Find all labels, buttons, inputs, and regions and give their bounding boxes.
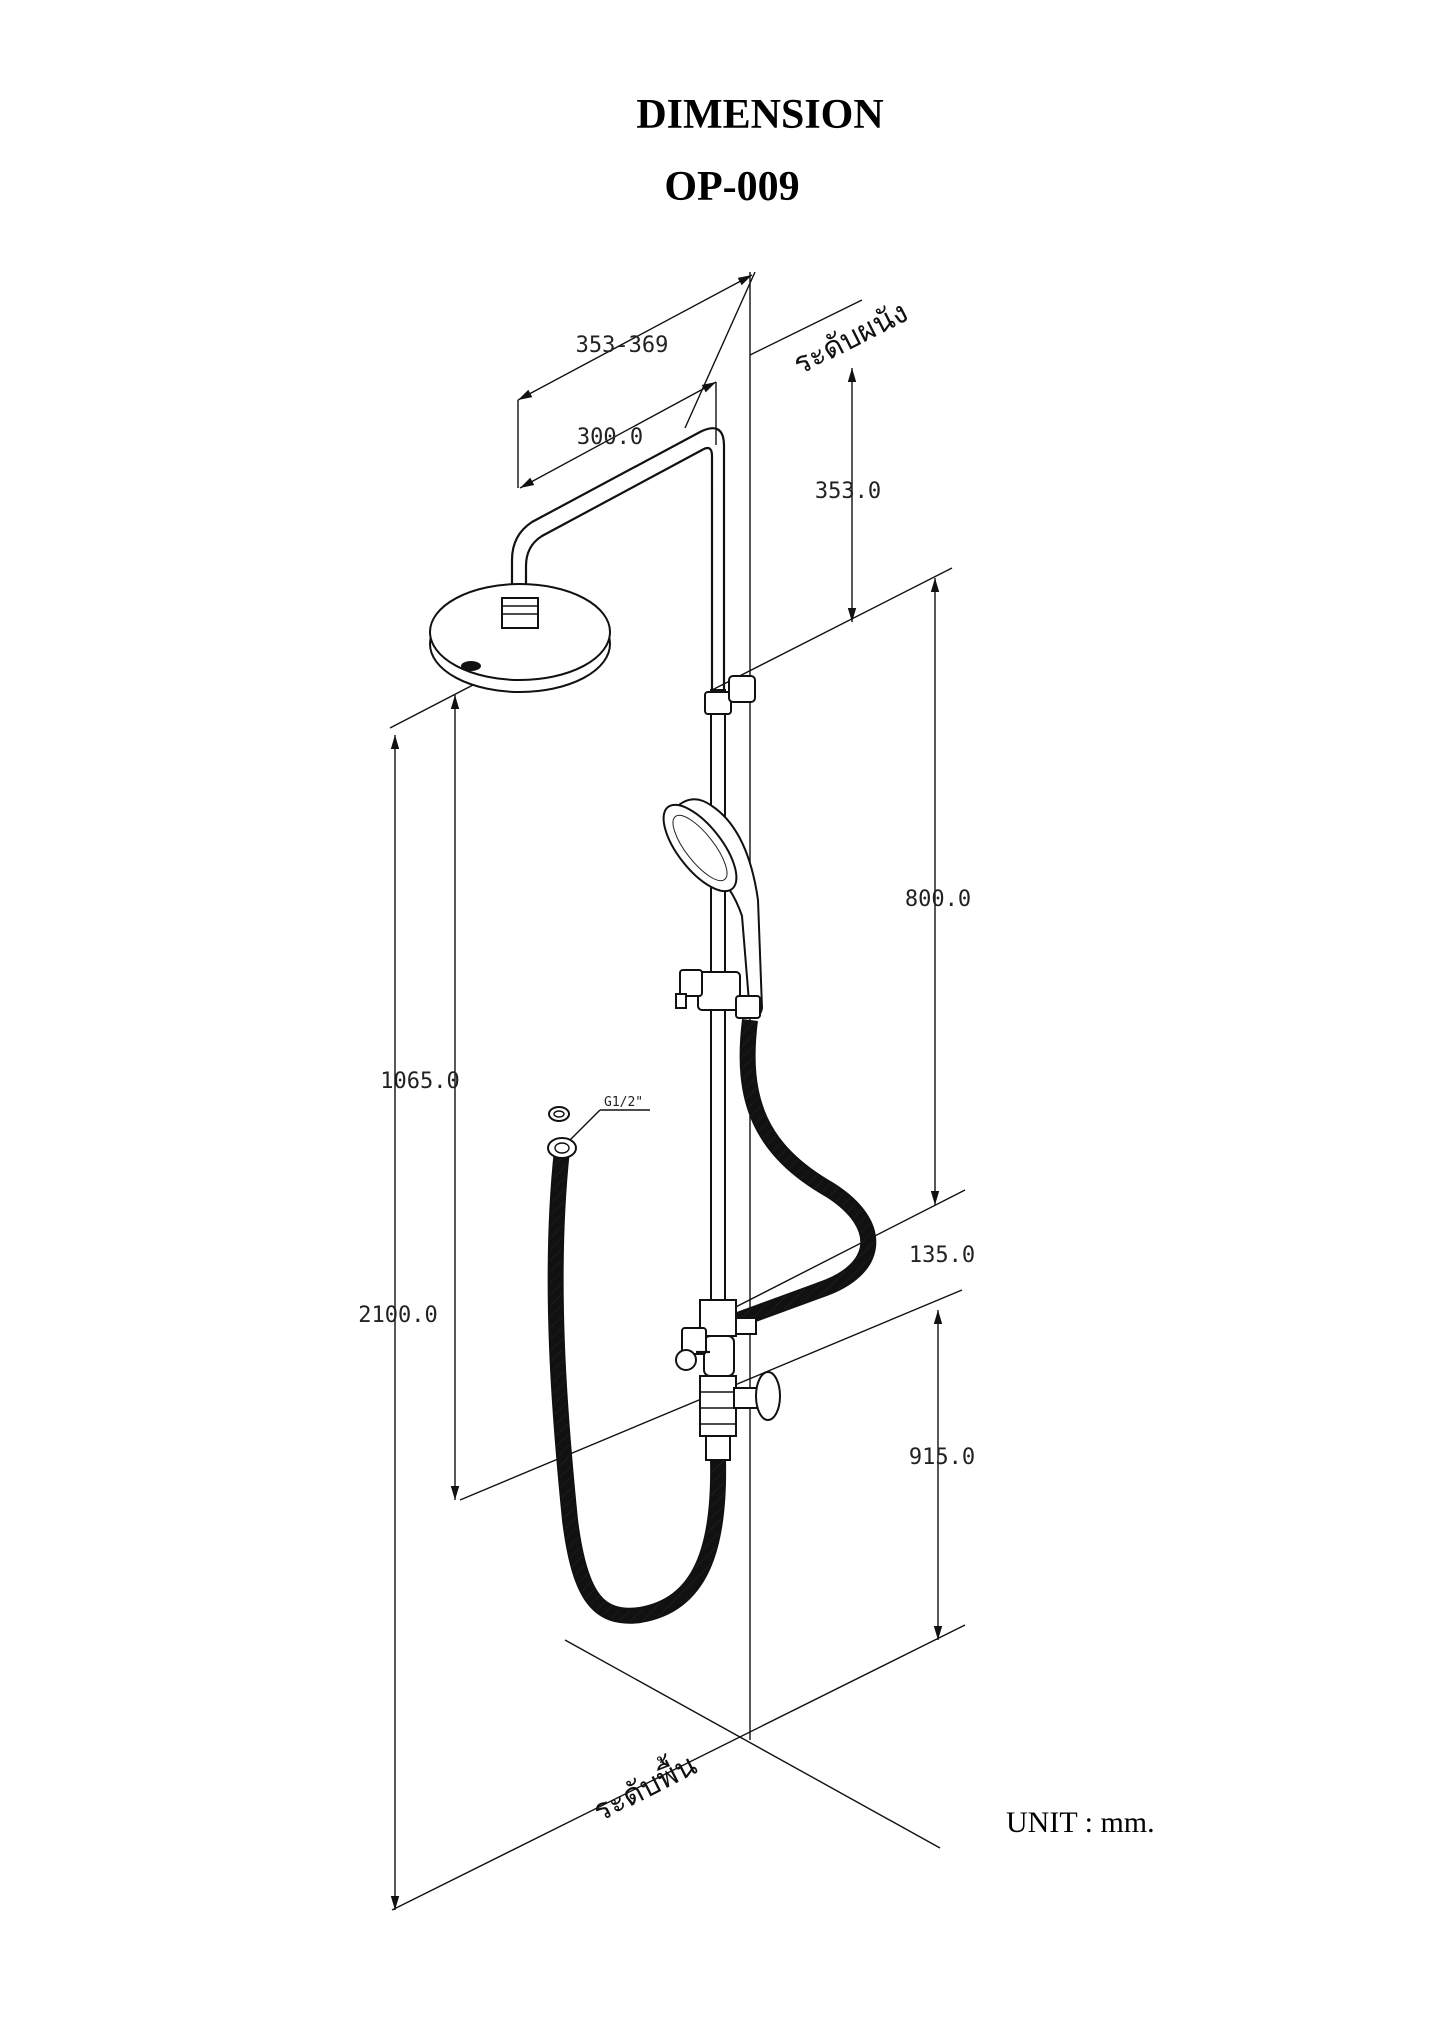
unit-label: UNIT : mm. [1006, 1806, 1155, 1839]
dim-wall-top-label: 353.0 [815, 479, 881, 504]
floor-level-label: ระดับพื้น [585, 1743, 702, 1829]
upper-holder-bracket [704, 675, 756, 715]
connector-leader-line [569, 1109, 601, 1141]
wall-level-label: ระดับผนัง [788, 295, 914, 382]
dim-arm-length-line [519, 381, 717, 489]
dim-total-height-label: 2100.0 [358, 1303, 437, 1328]
drawing-title: DIMENSION [636, 92, 883, 138]
slide-top-reference [711, 567, 953, 691]
dim-arm-range-line [517, 274, 753, 401]
sliding-holder [675, 969, 761, 1019]
diverter-valve [675, 1299, 781, 1461]
wall-level-line [749, 299, 863, 356]
connector-label: G1/2" [604, 1095, 643, 1110]
floor-line-left [391, 1624, 966, 1911]
shower-arm [510, 427, 726, 700]
dim-slide-bar-label: 800.0 [905, 887, 971, 912]
dim-head-height-label: 1065.0 [380, 1069, 459, 1094]
rain-shower-head [429, 583, 611, 693]
dim-valve-spacing-label: 135.0 [909, 1243, 975, 1268]
hose-nut [547, 1106, 577, 1159]
shower-arm-inner [524, 446, 714, 700]
floor-line-right [564, 1639, 941, 1849]
dim-arm-length-label: 300.0 [577, 425, 643, 450]
wall-top-reference [684, 271, 756, 429]
dim-arm-range-label: 353-369 [576, 333, 669, 358]
model-number: OP-009 [664, 164, 799, 210]
dim-valve-height-label: 915.0 [909, 1445, 975, 1470]
valve-top-reference [719, 1189, 966, 1316]
